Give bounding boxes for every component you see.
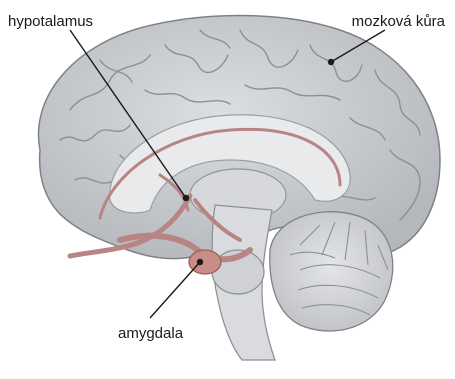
amygdala-leader-line	[150, 262, 200, 318]
label-hypothalamus: hypotalamus	[8, 13, 93, 30]
amygdala-structure	[189, 250, 221, 274]
label-cortex: mozková kůra	[352, 13, 446, 30]
label-amygdala: amygdala	[118, 325, 184, 342]
cerebellum	[270, 212, 393, 331]
